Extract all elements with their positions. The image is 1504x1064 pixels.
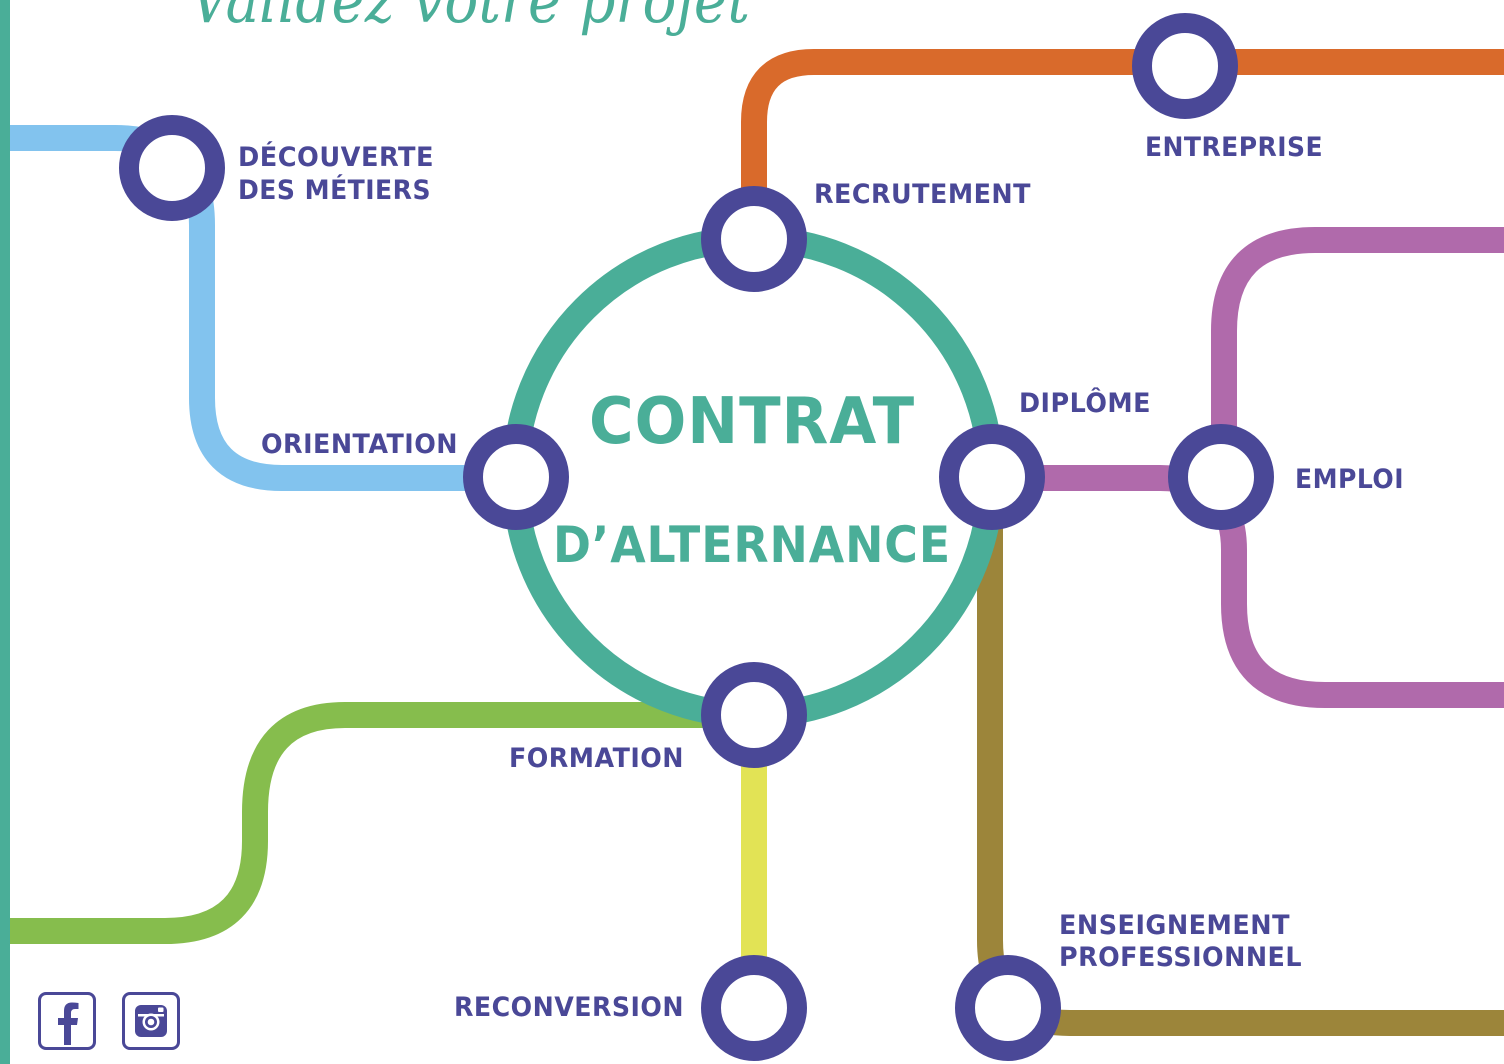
label-entreprise: ENTREPRISE xyxy=(1145,132,1323,163)
center-title-line2: D’ALTERNANCE xyxy=(553,516,951,574)
line-orange xyxy=(741,49,1504,240)
station-enseignement[interactable] xyxy=(955,955,1061,1061)
label-diplome: DIPLÔME xyxy=(1019,387,1151,419)
station-decouverte[interactable] xyxy=(119,115,225,221)
station-diplome[interactable] xyxy=(939,424,1045,530)
label-decouverte-line2: DES MÉTIERS xyxy=(238,174,431,206)
left-accent-bar xyxy=(0,0,10,1064)
center-title-line1: CONTRAT xyxy=(589,385,915,459)
instagram-icon xyxy=(135,1005,167,1037)
station-recrutement[interactable] xyxy=(701,186,807,292)
station-formation[interactable] xyxy=(701,662,807,768)
label-reconversion: RECONVERSION xyxy=(454,992,684,1023)
header-script-title: Validez votre projet xyxy=(190,0,750,38)
station-entreprise[interactable] xyxy=(1132,13,1238,119)
station-reconversion[interactable] xyxy=(701,955,807,1061)
label-enseignement-line2: PROFESSIONNEL xyxy=(1059,942,1302,973)
station-orientation[interactable] xyxy=(463,424,569,530)
center-ring xyxy=(502,226,1004,728)
label-recrutement: RECRUTEMENT xyxy=(814,179,1031,210)
facebook-icon xyxy=(58,1002,79,1045)
label-decouverte-line1: DÉCOUVERTE xyxy=(238,141,434,173)
facebook-link[interactable] xyxy=(38,992,96,1050)
station-emploi[interactable] xyxy=(1168,424,1274,530)
label-formation: FORMATION xyxy=(509,743,684,774)
label-emploi: EMPLOI xyxy=(1295,464,1404,495)
line-green xyxy=(10,702,754,944)
label-orientation: ORIENTATION xyxy=(261,429,458,460)
instagram-link[interactable] xyxy=(122,992,180,1050)
label-enseignement-line1: ENSEIGNEMENT xyxy=(1059,910,1290,941)
